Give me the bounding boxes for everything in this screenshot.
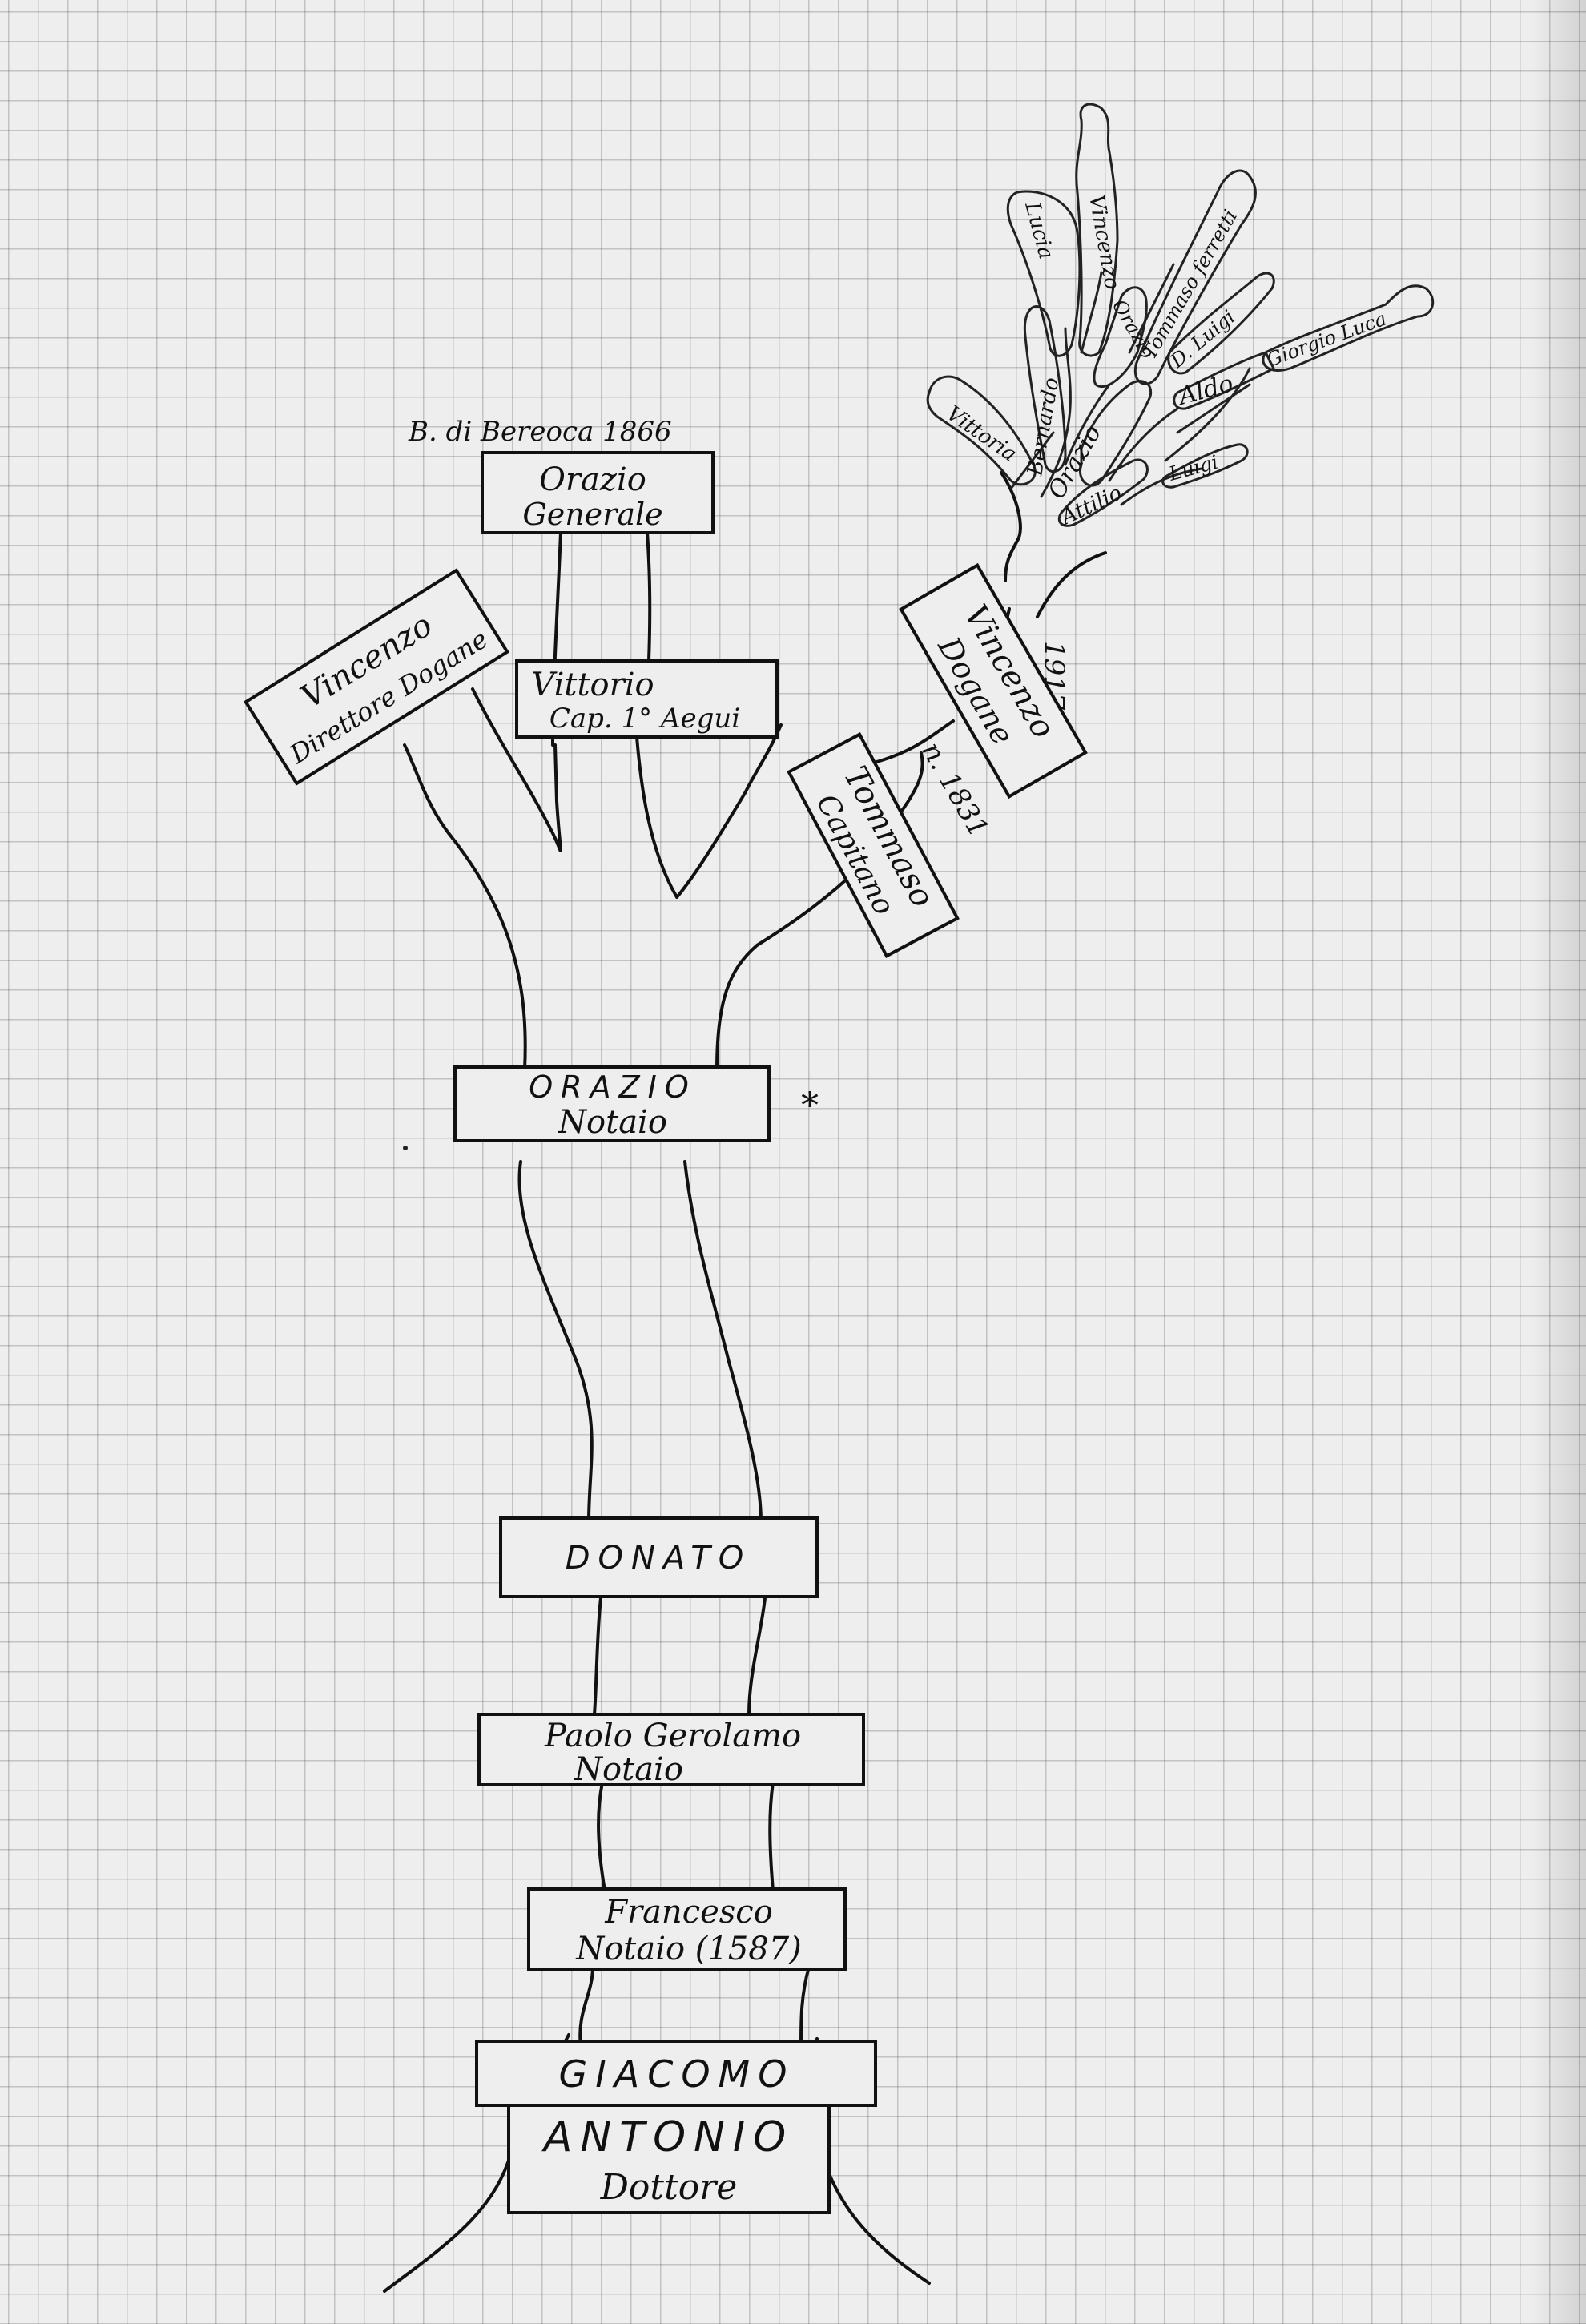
leaf-bernardo: Bernardo bbox=[1023, 305, 1067, 478]
leaf-label: Vittoria bbox=[942, 401, 1021, 467]
node-donato: DONATO bbox=[499, 1516, 819, 1598]
node-orazio-notaio: ORAZIO Notaio bbox=[453, 1065, 771, 1142]
node-role: Generale bbox=[522, 497, 662, 532]
node-name: Orazio bbox=[539, 461, 646, 498]
node-francesco: Francesco Notaio (1587) bbox=[527, 1887, 847, 1971]
node-name: GIACOMO bbox=[559, 2052, 795, 2096]
leaf-luigi: Luigi bbox=[1161, 443, 1249, 489]
tree-canopy-branches bbox=[1009, 263, 1251, 506]
node-name: Francesco bbox=[604, 1894, 773, 1931]
node-giacomo: GIACOMO bbox=[475, 2040, 877, 2107]
node-tommaso-capitano: Tommaso Capitano bbox=[787, 732, 960, 958]
node-role: Dottore bbox=[600, 2167, 738, 2208]
leaf-label: Lucia bbox=[1020, 199, 1058, 262]
node-name: ORAZIO bbox=[529, 1069, 696, 1105]
node-name: Vittorio bbox=[531, 667, 654, 703]
leaf-vittoria: Vittoria bbox=[926, 375, 1037, 486]
annotation-star: * bbox=[801, 1085, 819, 1126]
node-name: Paolo Gerolamo bbox=[544, 1718, 801, 1754]
node-paolo-gerolamo: Paolo Gerolamo Notaio bbox=[477, 1713, 865, 1788]
leaf-lucia: Lucia bbox=[1006, 190, 1081, 357]
tree-trunk bbox=[383, 471, 1107, 2293]
leaf-giorgio-luca: Giorgio Luca bbox=[1262, 284, 1435, 372]
node-role: Notaio bbox=[558, 1104, 667, 1141]
annotation-bereoca: B. di Bereoca 1866 bbox=[408, 416, 672, 448]
node-role: Cap. 1° Aegui bbox=[549, 703, 740, 735]
stray-dot bbox=[403, 1146, 408, 1150]
node-vittorio: Vittorio Cap. 1° Aegui bbox=[515, 659, 779, 739]
node-vincenzo-direttore: Vincenzo Direttore Dogane bbox=[244, 568, 509, 786]
node-name: ANTONIO bbox=[541, 2113, 794, 2161]
node-role: Notaio (1587) bbox=[575, 1931, 802, 1968]
node-role: Notaio bbox=[574, 1751, 683, 1788]
leaf-label: Giorgio Luca bbox=[1263, 308, 1389, 372]
leaf-label: Aldo bbox=[1173, 369, 1236, 411]
node-antonio: ANTONIO Dottore bbox=[507, 2097, 831, 2214]
node-name: DONATO bbox=[566, 1540, 752, 1577]
node-orazio-generale: Orazio Generale bbox=[481, 451, 715, 534]
